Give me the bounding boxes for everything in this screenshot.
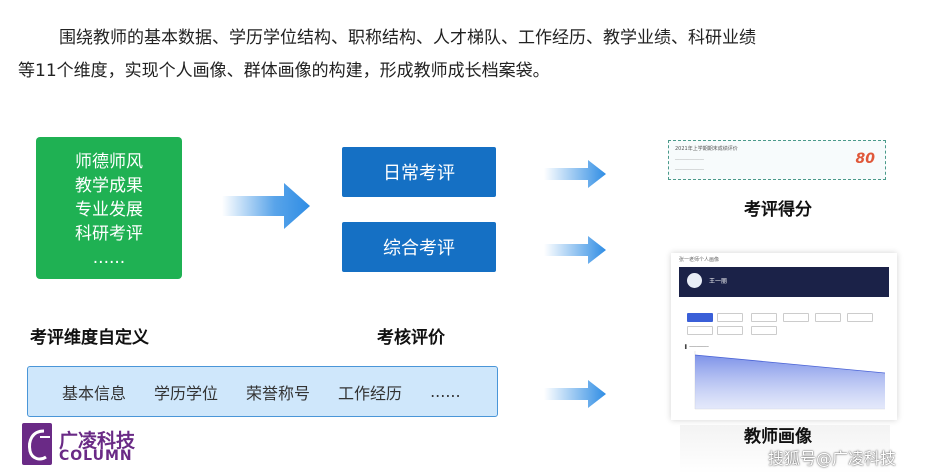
- info-item: 学历学位: [154, 383, 219, 403]
- comprehensive-evaluation-box: 综合考评: [342, 222, 496, 272]
- avatar: [687, 273, 702, 288]
- info-item: 荣誉称号: [246, 383, 311, 403]
- logo-icon: [22, 423, 52, 465]
- arrow-icon: [222, 183, 310, 229]
- tag: [687, 313, 713, 322]
- arrow-icon: [544, 380, 606, 408]
- watermark: 搜狐号@广凌科技: [768, 449, 897, 468]
- score-value: 80: [855, 151, 875, 167]
- custom-dimensions-label: 考评维度自定义: [30, 328, 149, 348]
- score-card-title: 2021年上学期期末成绩评价: [675, 146, 738, 152]
- arrow-icon: [544, 236, 606, 264]
- assessment-label: 考核评价: [377, 328, 445, 348]
- logo-name: 广凌科技: [59, 430, 136, 452]
- info-item: ......: [430, 382, 461, 401]
- tag: [847, 313, 873, 322]
- tag: [751, 313, 777, 322]
- info-item: 基本信息: [62, 383, 127, 403]
- reflection: [680, 425, 890, 474]
- intro-line-2: 等11个维度，实现个人画像、群体画像的构建，形成教师成长档案袋。: [18, 61, 550, 81]
- tag: [815, 313, 841, 322]
- tag: [783, 313, 809, 322]
- portrait-label: 教师画像: [744, 427, 812, 447]
- tag: [717, 326, 743, 335]
- tag: [751, 326, 777, 335]
- dimension-item: 科研考评: [75, 224, 143, 244]
- teacher-name: 王一丽: [709, 278, 728, 285]
- score-card-line: ────────────: [675, 157, 704, 162]
- dimension-item: 教学成果: [75, 176, 143, 196]
- intro-paragraph: 围绕教师的基本数据、学历学位结构、职称结构、人才梯队、工作经历、教学业绩、科研业…: [18, 22, 918, 88]
- score-card: 2021年上学期期末成绩评价 ──────────── ────────────…: [668, 140, 886, 180]
- info-bar: 基本信息 学历学位 荣誉称号 工作经历 ......: [27, 366, 498, 417]
- portrait-card-title: 张一老师个人画像: [679, 257, 720, 263]
- dimension-item: 师德师风: [75, 152, 143, 172]
- dimensions-box: 师德师风 教学成果 专业发展 科研考评 ......: [36, 137, 182, 279]
- logo-subtitle: COLUMN: [59, 448, 133, 464]
- dimension-item: ......: [92, 248, 126, 268]
- dimension-item: 专业发展: [75, 200, 143, 220]
- tag: [717, 313, 743, 322]
- score-label: 考评得分: [744, 200, 812, 220]
- info-item: 工作经历: [338, 383, 403, 403]
- score-card-line: ────────────: [675, 167, 704, 172]
- chart-caption: ▌ ────────: [685, 344, 709, 349]
- daily-evaluation-box: 日常考评: [342, 147, 496, 197]
- portrait-card: 张一老师个人画像 王一丽 ▌ ────────: [671, 253, 897, 420]
- arrow-icon: [544, 160, 606, 188]
- portrait-header: 王一丽: [679, 267, 889, 297]
- intro-line-1: 围绕教师的基本数据、学历学位结构、职称结构、人才梯队、工作经历、教学业绩、科研业…: [59, 28, 756, 48]
- area-chart-thumbnail: [694, 351, 885, 410]
- tag: [687, 326, 713, 335]
